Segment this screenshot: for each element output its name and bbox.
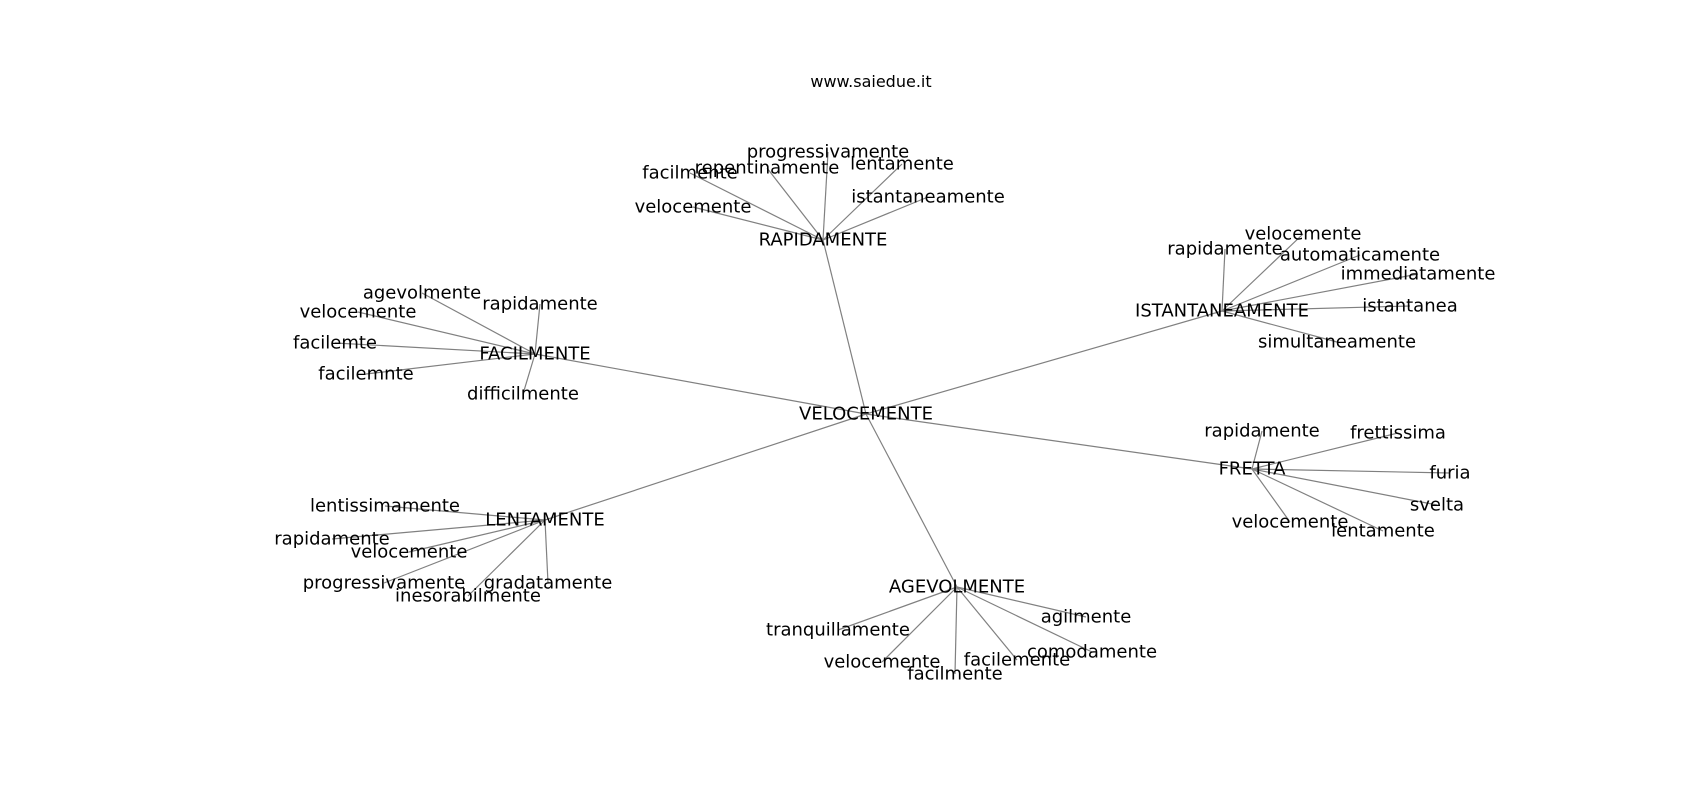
hub-node-label-istantaneamente: ISTANTANEAMENTE bbox=[1135, 301, 1309, 322]
leaf-node-label-facilmente-difficilmente: difficilmente bbox=[467, 384, 579, 405]
edge-rapidamente-to-facilmente bbox=[689, 172, 824, 241]
leaf-node-label-lentamente-lentissimamente: lentissimamente bbox=[310, 496, 460, 517]
edge-istantaneamente-to-immediatamente bbox=[1221, 273, 1419, 312]
leaf-node-label-facilmente-facilemnte: facilemnte bbox=[318, 364, 413, 385]
hub-node-label-agevolmente: AGEVOLMENTE bbox=[889, 577, 1025, 598]
edge-lentamente-to-rapidamente bbox=[331, 519, 546, 540]
edge-facilmente-to-facilemte bbox=[334, 342, 536, 355]
leaf-node-label-lentamente-inesorabilmente: inesorabilmente bbox=[395, 586, 541, 607]
leaf-node-label-agevolmente-velocemente: velocemente bbox=[824, 652, 941, 673]
leaf-node-label-rapidamente-istantaneamente: istantaneamente bbox=[851, 187, 1005, 208]
edge-agevolmente-to-tranquillamente bbox=[837, 586, 958, 631]
edge-fretta-to-rapidamente bbox=[1251, 430, 1263, 470]
edge-center-to-fretta bbox=[865, 413, 1253, 470]
edge-agevolmente-to-comodamente bbox=[956, 586, 1093, 653]
site-url-label: www.saiedue.it bbox=[810, 72, 932, 91]
leaf-node-label-lentamente-progressivamente: progressivamente bbox=[303, 573, 466, 594]
edge-facilmente-to-facilemnte bbox=[365, 353, 536, 375]
leaf-node-label-agevolmente-tranquillamente: tranquillamente bbox=[766, 620, 910, 641]
edge-fretta-to-lentamente bbox=[1251, 468, 1384, 532]
leaf-node-label-rapidamente-facilmente: facilmente bbox=[642, 163, 737, 184]
edge-agevolmente-to-agilmente bbox=[956, 586, 1087, 618]
edge-agevolmente-to-facilmente bbox=[954, 586, 958, 675]
leaf-node-label-fretta-lentamente: lentamente bbox=[1331, 521, 1435, 542]
hub-node-label-fretta: FRETTA bbox=[1219, 459, 1287, 480]
edge-center-to-facilmente bbox=[534, 353, 867, 415]
leaf-node-label-lentamente-gradatamente: gradatamente bbox=[484, 573, 613, 594]
leaf-node-label-rapidamente-velocemente: velocemente bbox=[635, 197, 752, 218]
edge-center-to-lentamente bbox=[544, 413, 867, 521]
edge-istantaneamente-to-automaticamente bbox=[1221, 254, 1361, 312]
leaf-node-label-istantaneamente-immediatamente: immediatamente bbox=[1341, 264, 1496, 285]
edge-facilmente-to-agevolmente bbox=[421, 292, 536, 355]
graph-edges bbox=[331, 151, 1451, 675]
edge-center-to-agevolmente bbox=[865, 413, 958, 588]
leaf-node-label-fretta-velocemente: velocemente bbox=[1232, 512, 1349, 533]
leaf-node-label-lentamente-velocemente: velocemente bbox=[351, 542, 468, 563]
edge-fretta-to-velocemente bbox=[1251, 468, 1291, 523]
edge-lentamente-to-inesorabilmente bbox=[467, 519, 546, 597]
graph-node-labels: VELOCEMENTERAPIDAMENTEfacilmenterepentin… bbox=[274, 142, 1495, 685]
edge-facilmente-to-velocemente bbox=[357, 311, 536, 355]
leaf-node-label-lentamente-rapidamente: rapidamente bbox=[274, 529, 389, 550]
leaf-node-label-rapidamente-lentamente: lentamente bbox=[850, 154, 954, 175]
hub-node-label-facilmente: FACILMENTE bbox=[479, 344, 590, 365]
edge-istantaneamente-to-rapidamente bbox=[1221, 248, 1226, 312]
edge-rapidamente-to-velocemente bbox=[692, 206, 824, 241]
leaf-node-label-rapidamente-repentinamente: repentinamente bbox=[695, 158, 840, 179]
edge-istantaneamente-to-istantanea bbox=[1221, 305, 1411, 312]
edge-center-to-rapidamente bbox=[822, 239, 867, 415]
hub-node-label-lentamente: LENTAMENTE bbox=[485, 510, 605, 531]
leaf-node-label-facilmente-facilemte: facilemte bbox=[293, 333, 377, 354]
edge-rapidamente-to-progressivamente bbox=[822, 151, 829, 241]
edge-fretta-to-furia bbox=[1251, 468, 1451, 474]
leaf-node-label-facilmente-rapidamente: rapidamente bbox=[482, 294, 597, 315]
edge-lentamente-to-gradatamente bbox=[544, 519, 549, 584]
leaf-node-label-fretta-furia: furia bbox=[1429, 463, 1470, 484]
edge-agevolmente-to-facilemente bbox=[956, 586, 1018, 661]
leaf-node-label-fretta-svelta: svelta bbox=[1410, 495, 1464, 516]
leaf-node-label-fretta-rapidamente: rapidamente bbox=[1204, 421, 1319, 442]
edge-rapidamente-to-repentinamente bbox=[766, 167, 824, 241]
leaf-node-label-istantaneamente-simultaneamente: simultaneamente bbox=[1258, 332, 1416, 353]
edge-agevolmente-to-velocemente bbox=[881, 586, 958, 663]
edge-fretta-to-svelta bbox=[1251, 468, 1438, 506]
edge-lentamente-to-velocemente bbox=[408, 519, 546, 553]
leaf-node-label-agevolmente-comodamente: comodamente bbox=[1027, 642, 1157, 663]
leaf-node-label-istantaneamente-automaticamente: automaticamente bbox=[1280, 245, 1440, 266]
leaf-node-label-fretta-frettissima: frettissima bbox=[1350, 423, 1446, 444]
leaf-node-label-agevolmente-facilemente: facilemente bbox=[964, 650, 1071, 671]
edge-istantaneamente-to-simultaneamente bbox=[1221, 310, 1338, 343]
edge-rapidamente-to-lentamente bbox=[822, 163, 903, 241]
edge-fretta-to-frettissima bbox=[1251, 432, 1399, 470]
leaf-node-label-rapidamente-progressivamente: progressivamente bbox=[747, 142, 910, 163]
leaf-node-label-istantaneamente-rapidamente: rapidamente bbox=[1167, 239, 1282, 260]
leaf-node-label-facilmente-agevolmente: agevolmente bbox=[363, 283, 481, 304]
edge-facilmente-to-difficilmente bbox=[522, 353, 536, 395]
edge-rapidamente-to-istantaneamente bbox=[822, 196, 929, 241]
leaf-node-label-istantaneamente-velocemente: velocemente bbox=[1245, 224, 1362, 245]
edge-lentamente-to-lentissimamente bbox=[384, 505, 546, 521]
edge-facilmente-to-rapidamente bbox=[534, 303, 541, 355]
edge-istantaneamente-to-velocemente bbox=[1221, 233, 1304, 312]
leaf-node-label-istantaneamente-istantanea: istantanea bbox=[1362, 296, 1457, 317]
leaf-node-label-facilmente-velocemente: velocemente bbox=[300, 302, 417, 323]
edge-lentamente-to-progressivamente bbox=[383, 519, 546, 584]
leaf-node-label-agevolmente-facilmente: facilmente bbox=[907, 664, 1002, 685]
edge-center-to-istantaneamente bbox=[865, 310, 1223, 415]
leaf-node-label-agevolmente-agilmente: agilmente bbox=[1041, 607, 1132, 628]
center-node-label: VELOCEMENTE bbox=[799, 404, 933, 425]
hub-node-label-rapidamente: RAPIDAMENTE bbox=[759, 230, 888, 251]
